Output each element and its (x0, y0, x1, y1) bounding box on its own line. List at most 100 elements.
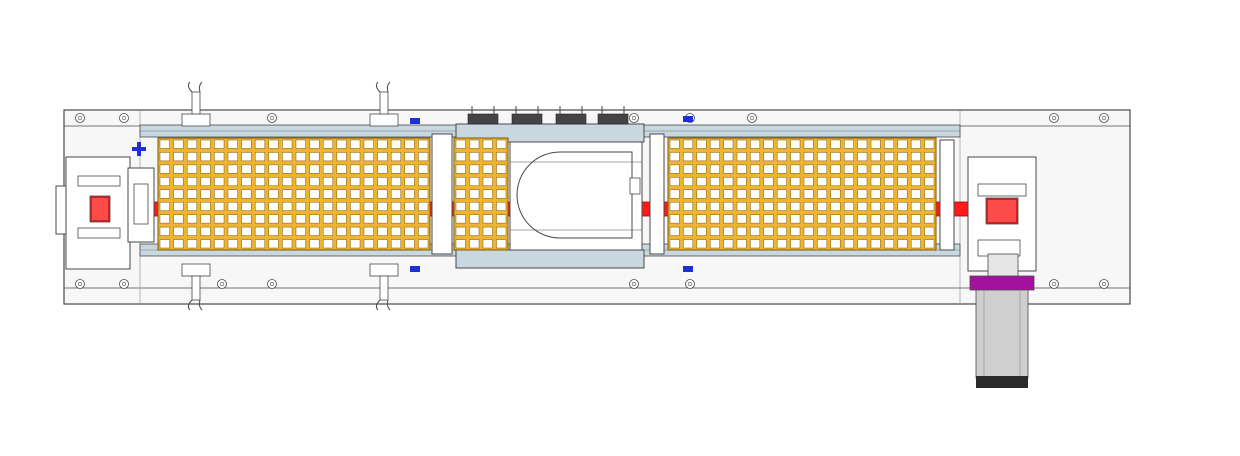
tray-cell (803, 164, 814, 174)
tray-cell (390, 139, 402, 149)
tray-cell (496, 164, 507, 174)
tray-cell (469, 189, 480, 199)
tray-cell (159, 201, 170, 211)
tray-cell (455, 139, 466, 149)
tray-cell (418, 239, 429, 249)
tray-cell (455, 239, 466, 249)
tray-cell (843, 201, 854, 211)
tray-cell (254, 177, 266, 187)
tray-cell (377, 226, 388, 236)
tray-cell (817, 177, 828, 187)
tray-cell (897, 201, 908, 211)
tray-cell (241, 139, 252, 149)
tray-cell (173, 152, 184, 162)
tray-cell (336, 164, 347, 174)
tray-cell (159, 164, 170, 174)
tray-cell (817, 189, 828, 199)
tray-cell (790, 239, 801, 249)
tray-cell (817, 201, 828, 211)
tray-cell (173, 226, 184, 236)
tray-cell (282, 214, 293, 224)
tray-cell (803, 226, 814, 236)
tray-cell (418, 152, 429, 162)
tray-cell (696, 214, 707, 224)
tray-cell (186, 164, 198, 174)
tray-cell (200, 226, 211, 236)
tray-cell (736, 152, 747, 162)
tray-cell (227, 226, 238, 236)
tray-cell (696, 177, 707, 187)
tray-cell (763, 239, 774, 249)
mounting-hole (267, 279, 277, 289)
tray-cell (482, 139, 493, 149)
tray-center (453, 137, 509, 251)
tray-cell (282, 239, 293, 249)
tray-cell (736, 177, 747, 187)
tray-cell (843, 164, 854, 174)
tray-cell (336, 239, 347, 249)
tray-cell (924, 164, 935, 174)
tray-cell (227, 189, 238, 199)
tray-cell (322, 152, 334, 162)
tray-cell (390, 152, 402, 162)
tray-cell (404, 226, 415, 236)
tray-cell (309, 139, 320, 149)
tray-cell (830, 226, 841, 236)
tray-cell (669, 177, 680, 187)
tray-cell (322, 201, 334, 211)
tray-cell (897, 152, 908, 162)
tray-cell (790, 214, 801, 224)
tray-cell (455, 214, 466, 224)
tray-cell (776, 239, 787, 249)
tray-cell (696, 226, 707, 236)
tray-cell (268, 164, 279, 174)
tray-cell (200, 152, 211, 162)
tray-cell (924, 189, 935, 199)
tray-cell (482, 177, 493, 187)
tray-cell (696, 189, 707, 199)
tray-cell (763, 164, 774, 174)
tray-cell (924, 239, 935, 249)
tray-cell (723, 177, 734, 187)
tray-cell (910, 239, 921, 249)
tray-cell (282, 177, 293, 187)
tray-cell (350, 189, 361, 199)
tray-cell (390, 214, 402, 224)
connector (555, 106, 587, 125)
tray-cell (309, 201, 320, 211)
tray-cell (683, 214, 694, 224)
tray-cell (336, 201, 347, 211)
tray-cell (790, 164, 801, 174)
tray-cell (254, 214, 266, 224)
tray-cell (910, 152, 921, 162)
tray-cell (363, 177, 374, 187)
tray-cell (870, 152, 881, 162)
tray-cell (910, 189, 921, 199)
tray-cell (884, 201, 895, 211)
mounting-hole (629, 113, 639, 123)
tray-cell (254, 226, 266, 236)
tray-cell (227, 152, 238, 162)
tray-cell (214, 214, 225, 224)
tray-cell (776, 164, 787, 174)
tray-cell (322, 177, 334, 187)
tray-cell (803, 239, 814, 249)
tray-cell (482, 214, 493, 224)
tray-cell (830, 201, 841, 211)
tray-cell (173, 214, 184, 224)
tray-cell (159, 239, 170, 249)
tray-cell (803, 177, 814, 187)
tray-cell (390, 189, 402, 199)
tray-cell (404, 139, 415, 149)
tray-cell (390, 239, 402, 249)
tray-cell (830, 177, 841, 187)
tray-cell (723, 189, 734, 199)
tray-cell (469, 239, 480, 249)
tray-cell (884, 177, 895, 187)
proximity-sensors (181, 81, 399, 311)
tray-cell (843, 152, 854, 162)
tray-cell (363, 152, 374, 162)
tray-cell (214, 201, 225, 211)
